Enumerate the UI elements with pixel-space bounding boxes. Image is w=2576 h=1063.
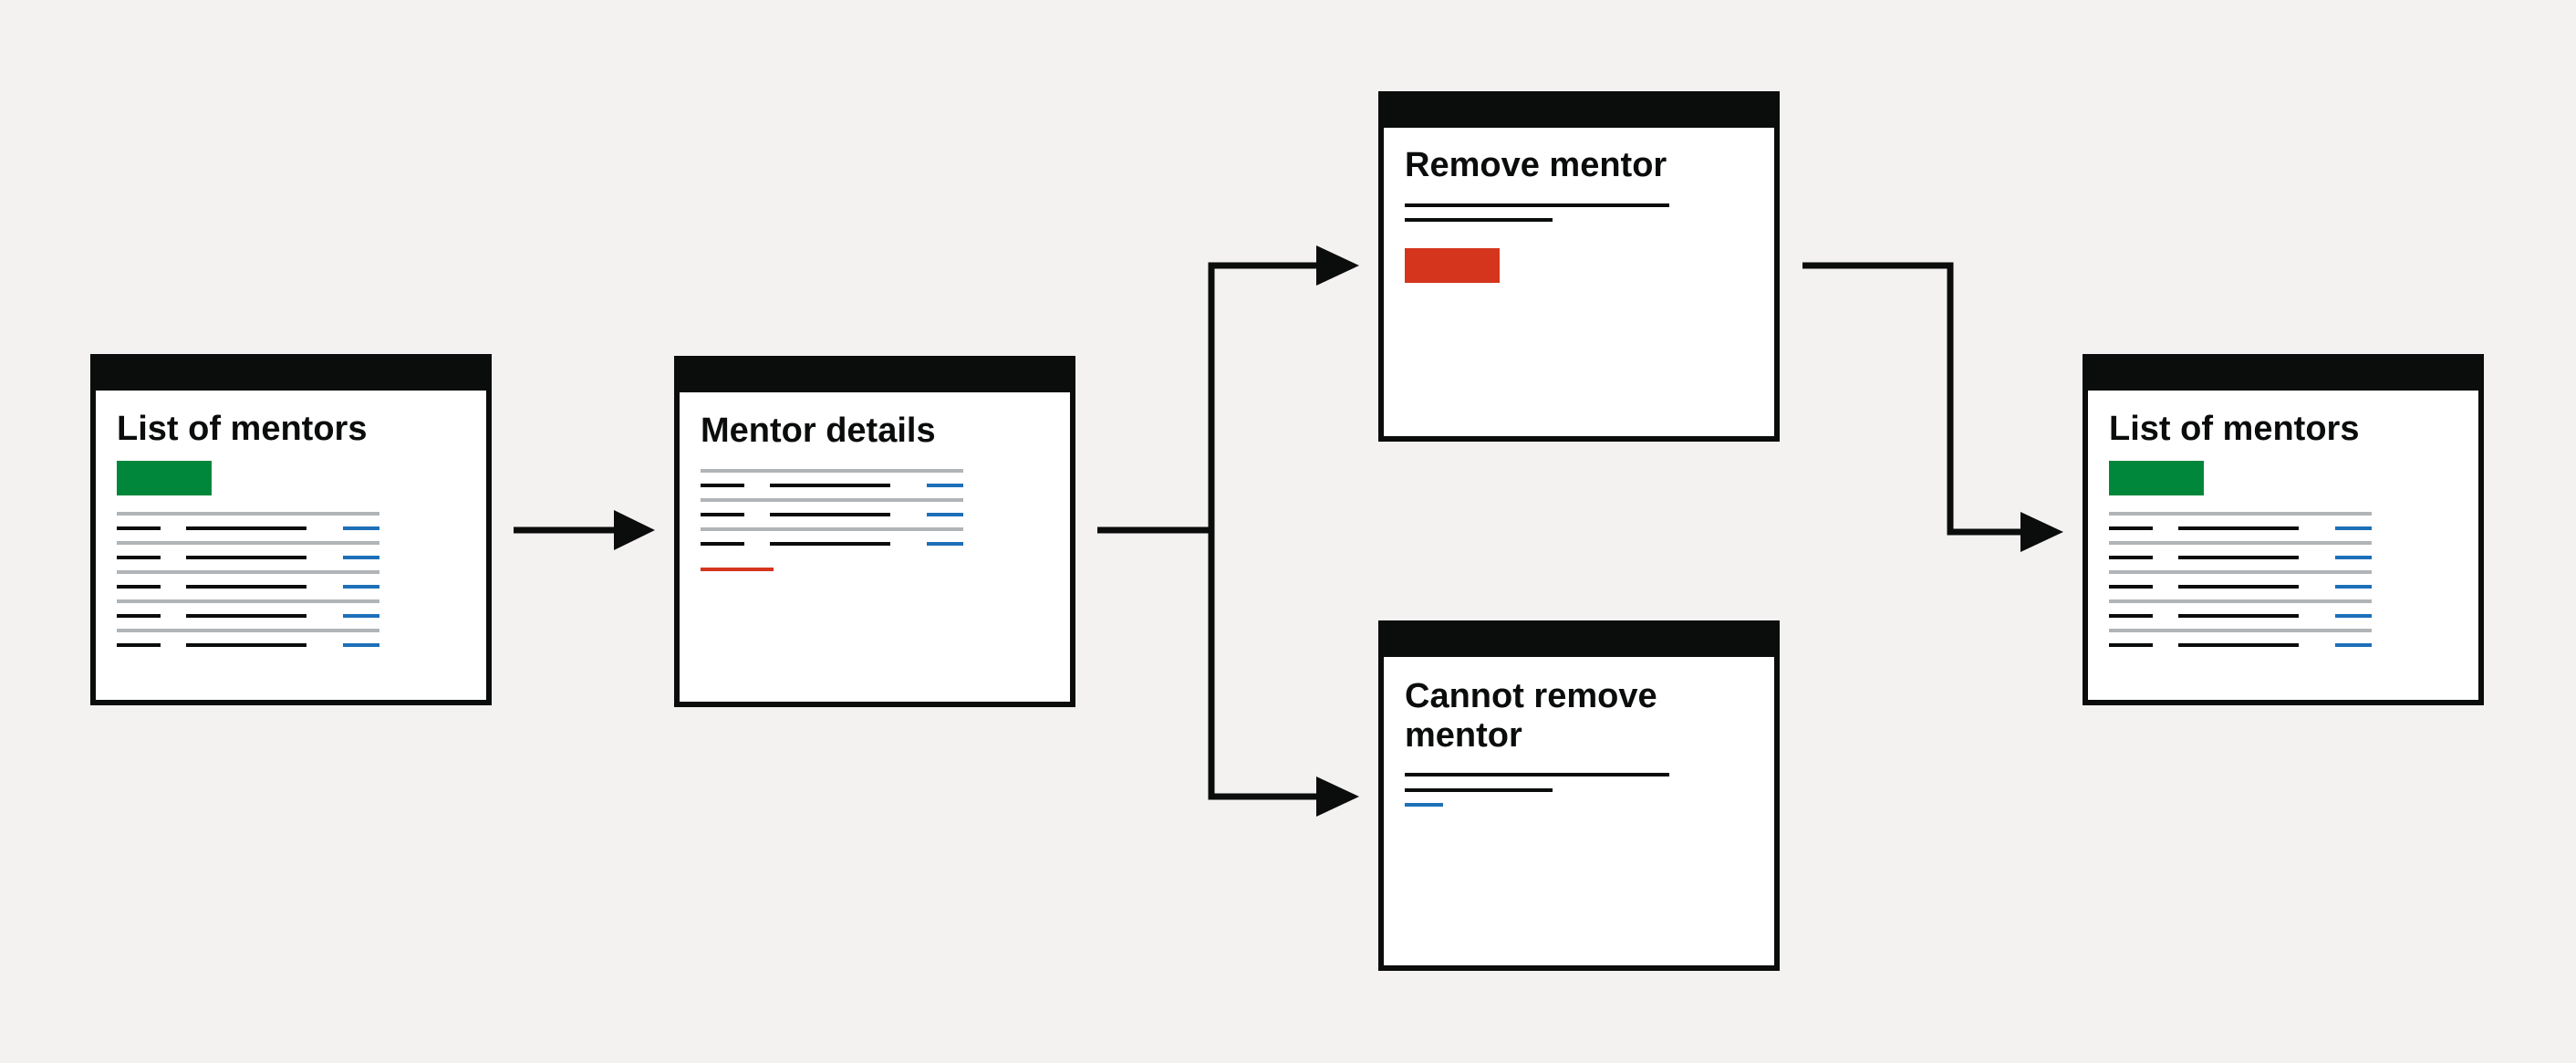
arrowhead-icon xyxy=(1316,776,1359,817)
page-title: Remove mentor xyxy=(1405,146,1667,184)
page-title: Mentor details xyxy=(701,412,936,450)
browser-bar xyxy=(2085,357,2481,391)
arrow-to-remove-mentor xyxy=(1208,262,1321,530)
summary-list xyxy=(117,512,379,647)
arrowhead-icon xyxy=(2020,512,2063,552)
browser-bar xyxy=(1381,94,1777,128)
screen-remove-mentor: Remove mentor xyxy=(1378,91,1780,442)
page-title-line-2: mentor xyxy=(1405,716,1522,755)
browser-bar xyxy=(1381,623,1777,657)
connectors xyxy=(514,262,2025,800)
primary-button xyxy=(117,461,212,495)
screen-list-of-mentors-start: List of mentors xyxy=(90,354,492,705)
screen-mentor-details: Mentor details xyxy=(674,356,1075,707)
arrow-to-cannot-remove xyxy=(1208,530,1321,800)
page-title-line-1: Cannot remove xyxy=(1405,677,1657,715)
warning-button xyxy=(1405,248,1500,283)
browser-bar xyxy=(677,359,1073,392)
arrow-remove-to-list xyxy=(1802,262,2025,536)
arrowhead-icon xyxy=(614,510,655,550)
screen-frame xyxy=(674,356,1075,707)
screen-list-of-mentors-end: List of mentors xyxy=(2083,354,2484,705)
browser-bar xyxy=(93,357,489,391)
arrowhead-icon xyxy=(1316,245,1359,286)
screen-cannot-remove-mentor: Cannot remove mentor xyxy=(1378,620,1780,971)
primary-button xyxy=(2109,461,2204,495)
arrowheads xyxy=(614,245,2063,817)
summary-list xyxy=(701,469,963,546)
summary-list xyxy=(2109,512,2372,647)
screen-frame xyxy=(1378,620,1780,971)
page-title: List of mentors xyxy=(117,410,367,448)
page-title: List of mentors xyxy=(2109,410,2359,448)
